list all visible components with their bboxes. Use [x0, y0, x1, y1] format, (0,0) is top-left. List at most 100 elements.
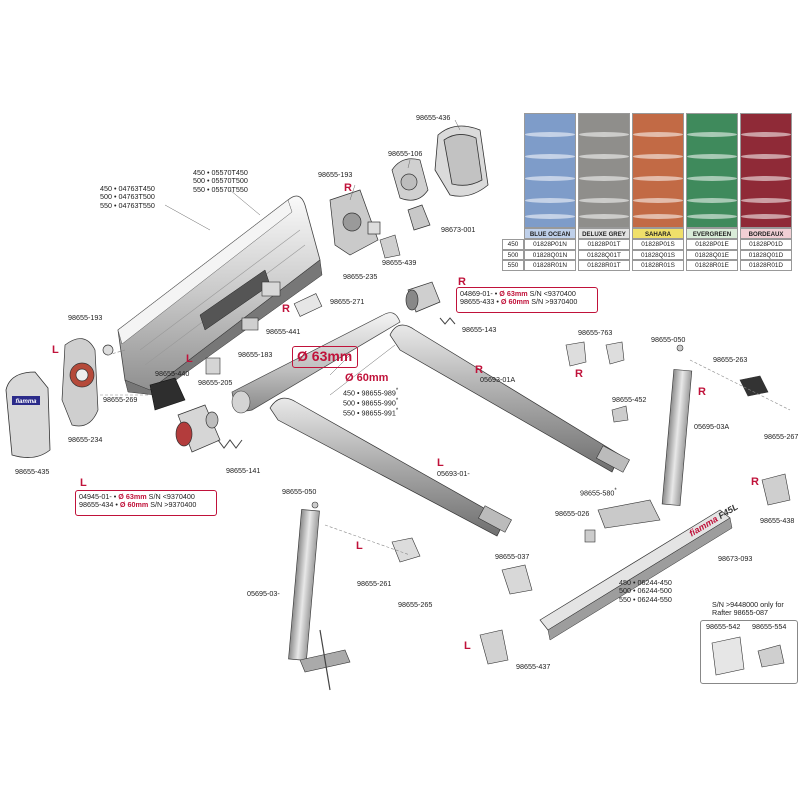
- code-cell: 01828Q01S: [632, 249, 684, 260]
- awning-case: [117, 195, 323, 396]
- note-text: 98655-434 •: [79, 500, 120, 510]
- bracket-269: [149, 377, 186, 411]
- swatch-stripe: [633, 132, 683, 137]
- swatch-stripe: [525, 176, 575, 181]
- side-mark-left: L: [186, 353, 193, 365]
- case-left-sizes: 450 • 04763T450 500 • 04763T500 550 • 04…: [100, 184, 155, 210]
- size-line: 550 • 04763T550: [100, 200, 155, 210]
- side-mark-right: R: [282, 303, 290, 315]
- swatch-stripe: [633, 176, 683, 181]
- swatch-stripe: [741, 198, 791, 203]
- part-label: 98655-037: [495, 552, 530, 561]
- sn-note: S/N >9448000 only for Rafter 98655-087: [712, 600, 784, 618]
- part-label: 98655-183: [238, 350, 273, 359]
- fabric-swatch: [632, 113, 684, 228]
- note-dia: Ø 63mm: [499, 289, 528, 298]
- rail-093: [539, 509, 733, 641]
- size-line: 500 • 06244-500: [619, 586, 672, 596]
- swatch-row: [502, 113, 795, 228]
- swatch-stripe: [741, 214, 791, 219]
- left-roller-end: [175, 404, 221, 453]
- swatch-stripe: [579, 176, 629, 181]
- case-top-sizes: 450 • 05570T450 500 • 05570T500 550 • 05…: [193, 168, 248, 194]
- part-label: 05693-01-: [437, 469, 470, 478]
- part-label: 98655-271: [330, 297, 365, 306]
- swatch-stripe: [579, 132, 629, 137]
- swatch-stripe: [579, 198, 629, 203]
- code-cell: 01828Q01E: [686, 249, 738, 260]
- swatch-stripe: [525, 154, 575, 159]
- size-cell: 500: [502, 249, 524, 260]
- star-mark: *: [395, 388, 399, 394]
- side-mark-right: R: [458, 276, 466, 288]
- side-mark-left: L: [80, 477, 87, 489]
- side-mark-right: R: [475, 364, 483, 376]
- size-line: 450 • 98655-989: [343, 388, 396, 398]
- part-label: 98655-235: [343, 272, 378, 281]
- code-cell: 01828P01N: [524, 239, 576, 250]
- dia60-label: Ø 60mm: [345, 372, 389, 384]
- note-dia: Ø 60mm: [119, 500, 149, 510]
- part-label: 98655-452: [612, 395, 647, 404]
- side-mark-left: L: [356, 540, 363, 552]
- clip-439: [379, 234, 401, 259]
- note-text: 04869-01- •: [460, 289, 500, 298]
- roller-tube: [231, 312, 401, 414]
- swatch-stripe: [687, 198, 737, 203]
- fabric-swatch: [686, 113, 738, 228]
- code-cell: 01828Q01N: [524, 249, 576, 260]
- part-label: 98655-554: [752, 622, 787, 631]
- size-cell: 550: [502, 260, 524, 271]
- part-label: 98655-205: [198, 378, 233, 387]
- swatch-name: EVERGREEN: [686, 228, 738, 239]
- note-dia: Ø 63mm: [118, 492, 147, 501]
- rafter-parts-icons: [711, 636, 785, 676]
- size-line: 450 • 05570T450: [193, 168, 248, 177]
- leg-left: [288, 501, 351, 691]
- part-label: 98655-143: [462, 325, 497, 334]
- right-cover: [434, 125, 489, 197]
- side-mark-right: R: [698, 386, 706, 398]
- swatch-stripe: [579, 154, 629, 159]
- sn-note-line: S/N >9448000 only for: [712, 600, 784, 609]
- size-line: 450 • 04763T450: [100, 184, 155, 193]
- part-label: 98655-261: [357, 579, 392, 588]
- code-cell: 01828R01D: [740, 260, 792, 271]
- part-number: 98655-580: [580, 488, 615, 498]
- part-label: 98655-193: [68, 313, 103, 322]
- swatch-stripe: [633, 198, 683, 203]
- note-text: 04945-01- •: [79, 492, 119, 501]
- side-mark-left: L: [437, 457, 444, 469]
- swatch-stripe: [525, 198, 575, 203]
- code-cell: 01828Q01T: [578, 249, 630, 260]
- left-cover: fiamma: [5, 371, 51, 458]
- swatch-stripe: [687, 214, 737, 219]
- part-label: 05695-03-: [247, 589, 280, 598]
- arm-right: [389, 324, 630, 473]
- part-label: 98655-106: [388, 149, 423, 158]
- star-mark: *: [614, 488, 617, 494]
- spring-141: [217, 439, 243, 449]
- part-label: 98655-440: [155, 369, 190, 378]
- part-label: 98655-141: [226, 466, 261, 475]
- part-label: 98655-763: [578, 328, 613, 337]
- code-cell: 01828R01N: [524, 260, 576, 271]
- star-mark: *: [395, 407, 399, 414]
- left-roller-note-box: [75, 490, 217, 516]
- case-inner-parts: [205, 281, 323, 375]
- right-roller-note-box: [456, 287, 598, 313]
- swatch-stripe: [687, 154, 737, 159]
- swatch-stripe: [579, 214, 629, 219]
- size-line: 550 • 98655-991: [343, 408, 396, 418]
- part-label: 98673-001: [441, 225, 476, 234]
- part-label: 98655-265: [398, 600, 433, 609]
- part-label-580: 98655-580*: [580, 488, 617, 498]
- leg-right: [661, 344, 693, 506]
- code-cell: 01828Q01D: [740, 249, 792, 260]
- hub-106: [391, 158, 431, 231]
- part-label: 98655-437: [516, 662, 551, 671]
